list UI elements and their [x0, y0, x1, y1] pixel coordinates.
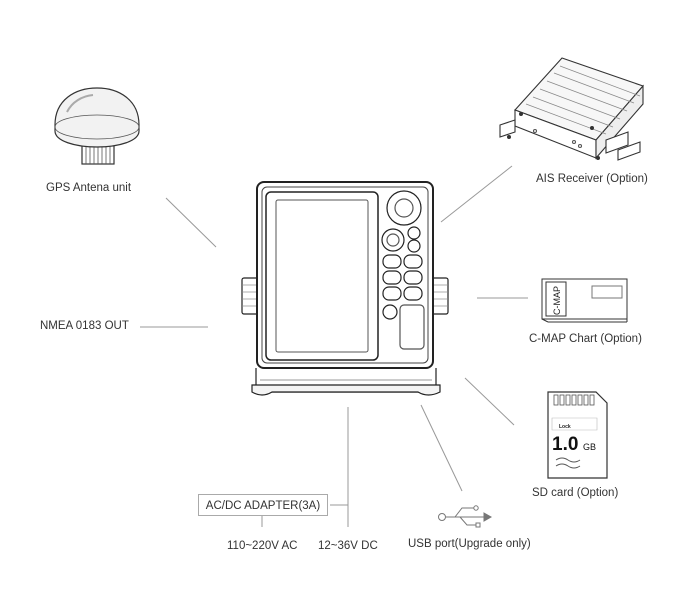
key-1: [382, 254, 402, 269]
adapter-label-box: AC/DC ADAPTER(3A): [198, 494, 328, 516]
key-3: [382, 270, 402, 285]
connector-lines: [140, 165, 528, 527]
usb-port-label: USB port(Upgrade only): [408, 538, 531, 550]
key-5: [382, 286, 402, 301]
ais-connector-line: [440, 165, 513, 223]
key-6: [403, 286, 423, 301]
ais-receiver-label: AIS Receiver (Option): [536, 173, 648, 185]
left-bracket-knob: [241, 277, 259, 315]
key-2: [403, 254, 423, 269]
ais-receiver: [499, 57, 644, 161]
ac-power-label: 110~220V AC: [227, 540, 298, 552]
sd-brand-text: Lock: [559, 424, 571, 430]
sd-unit-text: GB: [583, 442, 596, 452]
card-slot-cover: [399, 304, 425, 350]
gps-antenna-label: GPS Antena unit: [46, 182, 132, 194]
sd-connector-line: [464, 377, 515, 426]
gps-antenna: [54, 87, 140, 165]
nmea-output-label: NMEA 0183 OUT: [40, 320, 129, 332]
sd-capacity-text: 1.0: [552, 434, 578, 455]
usb-connector-line: [420, 404, 463, 492]
cmap-chart-label: C-MAP Chart (Option): [529, 333, 642, 345]
right-bracket-knob: [431, 277, 449, 315]
sd-card: Lock 1.0 GB: [547, 391, 608, 479]
key-4: [403, 270, 423, 285]
gps-connector-line: [165, 197, 217, 248]
zoom-in-key: [407, 226, 421, 240]
dc-power-label: 12~36V DC: [318, 540, 378, 552]
power-key: [382, 304, 398, 320]
usb-icon: [438, 505, 493, 528]
display-unit: [241, 181, 449, 396]
cmap-cartridge: C-MAP: [541, 278, 628, 323]
sd-logo-icon: [555, 457, 581, 469]
sd-card-label: SD card (Option): [532, 487, 619, 499]
zoom-out-key: [407, 239, 421, 253]
cmap-logo-text: C-MAP: [552, 286, 562, 315]
